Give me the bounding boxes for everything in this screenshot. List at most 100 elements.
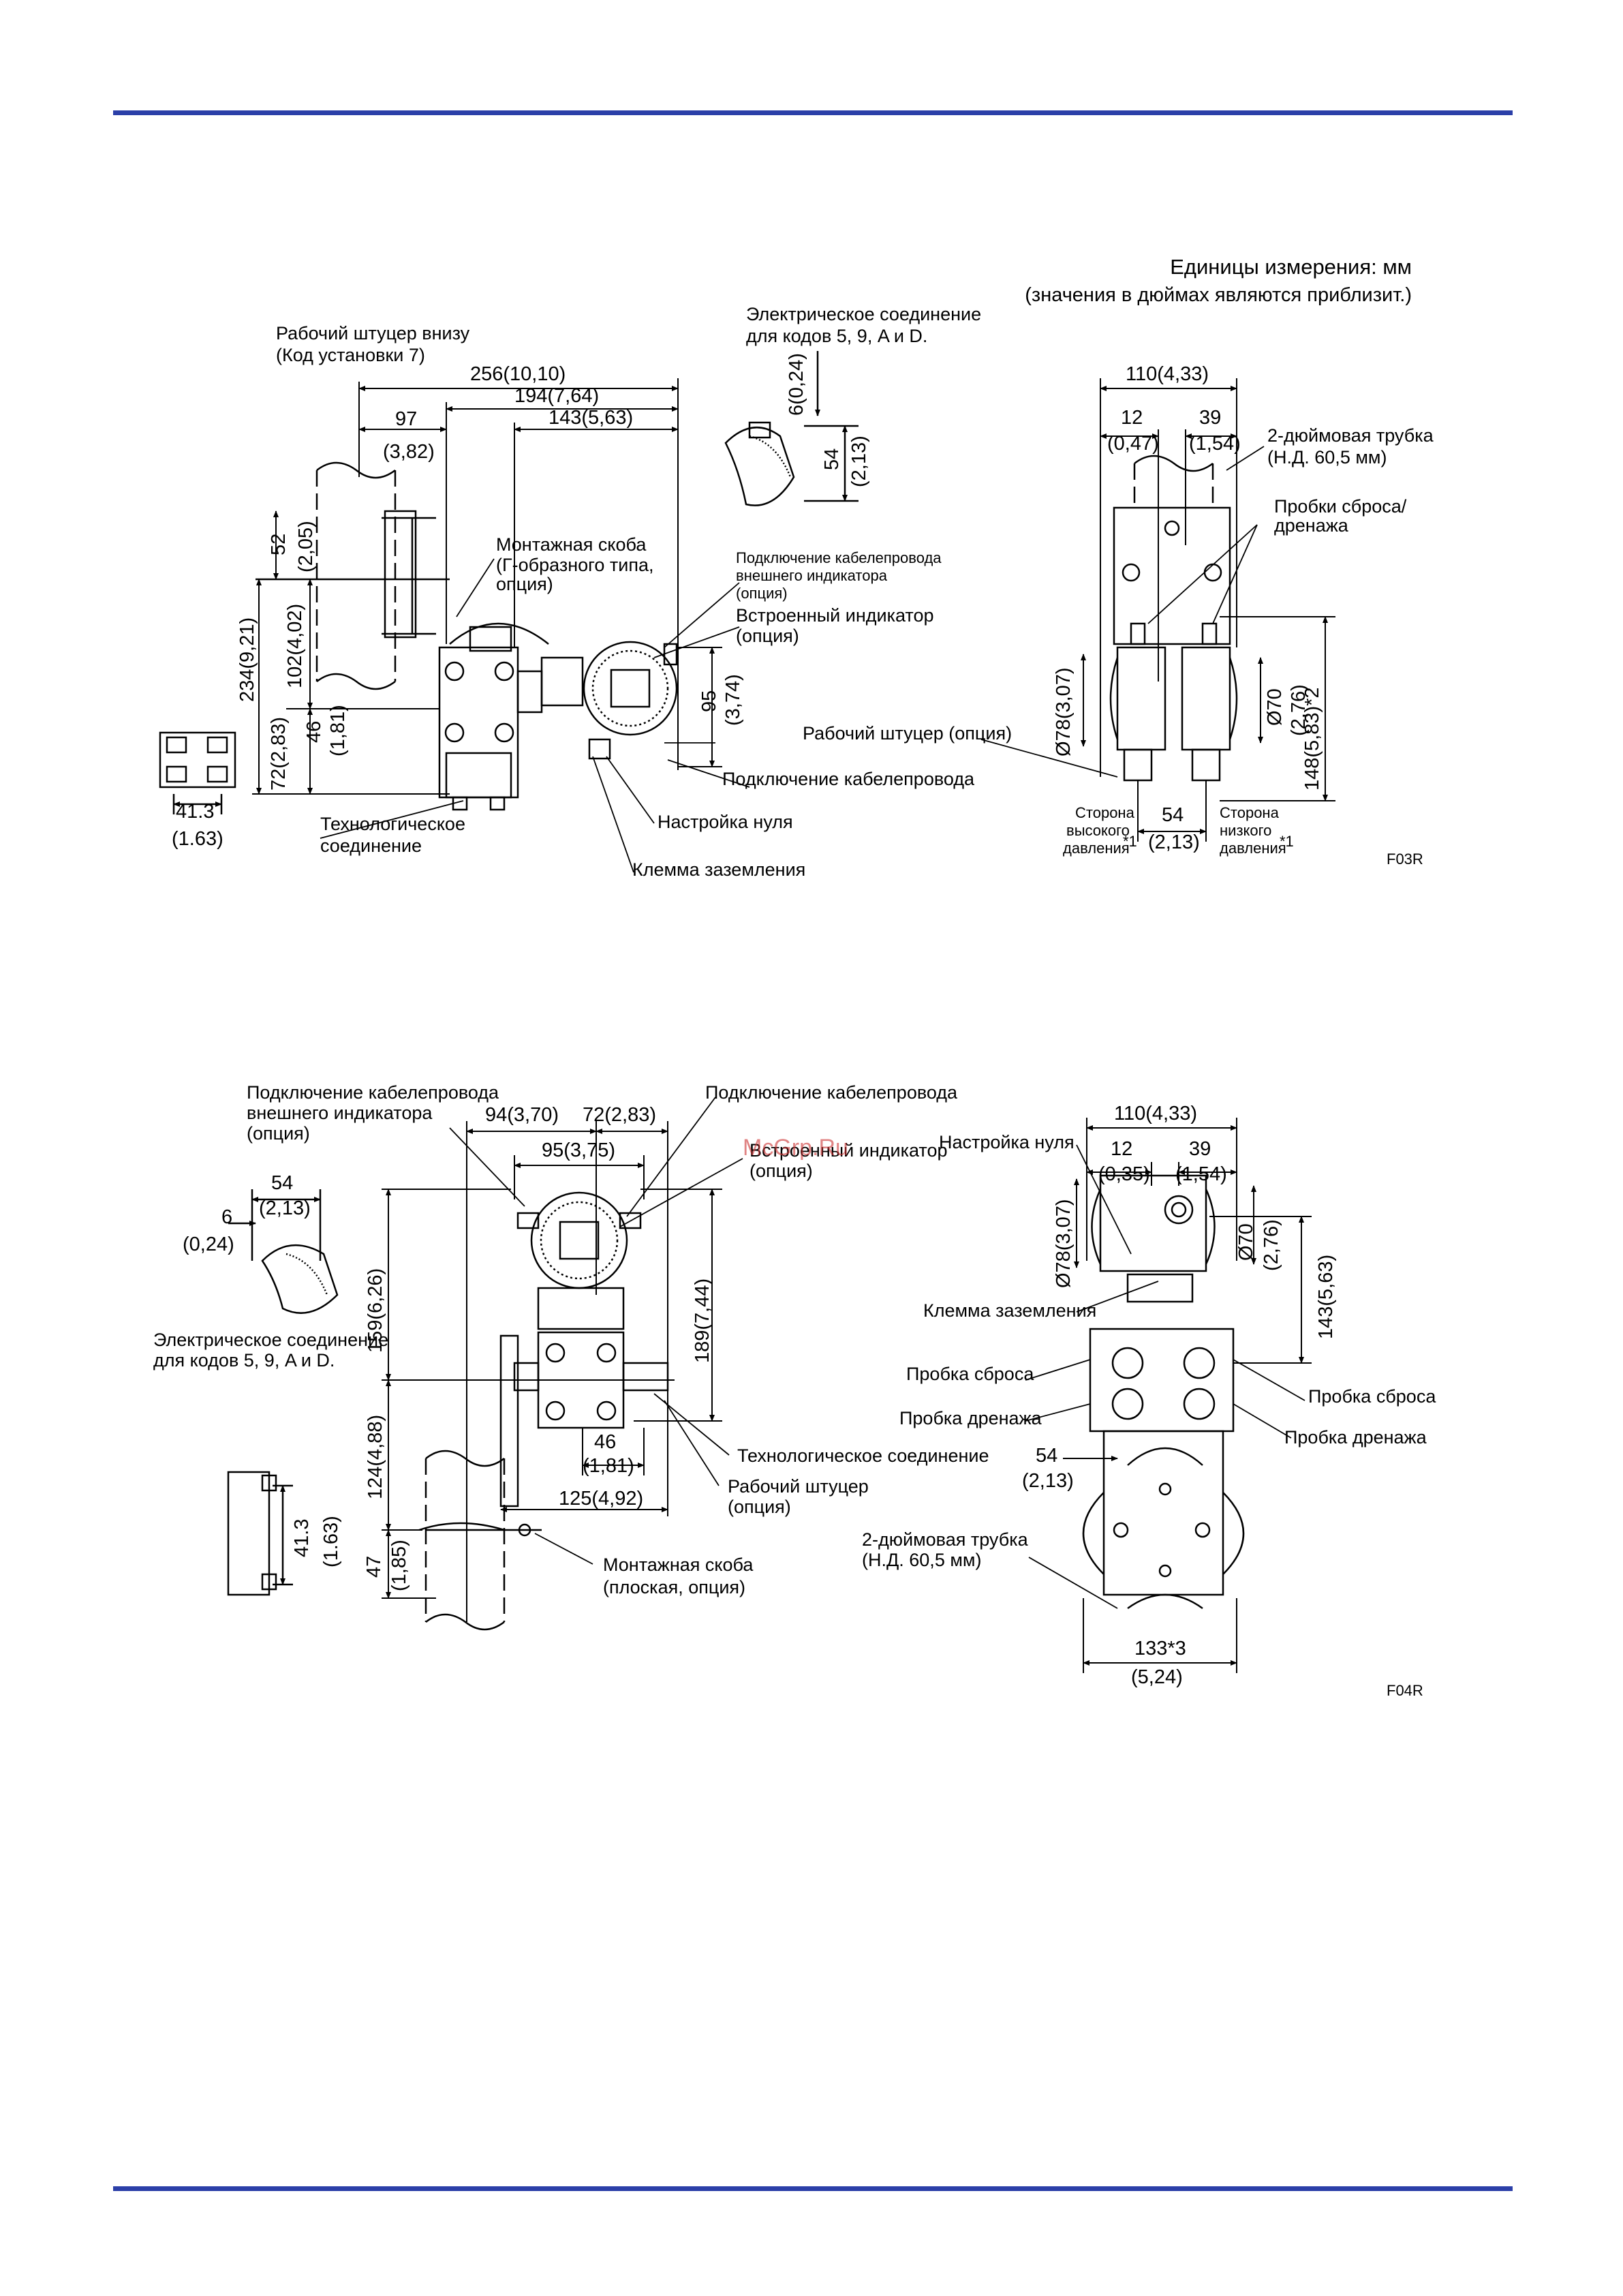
f2-dim-54: 54 (271, 1172, 293, 1194)
f2-vent-right-label: Пробка сброса (1308, 1386, 1436, 1407)
units-note-line2: (значения в дюймах являются приблизит.) (1025, 284, 1412, 306)
f2-bracket-label-1: Монтажная скоба (603, 1555, 754, 1575)
f2-proc-label-2: (опция) (728, 1497, 791, 1517)
f1-dim-52-in: (2,05) (295, 521, 317, 572)
f1-vent-label-1: Пробки сброса/ (1274, 496, 1407, 517)
f2-dim-159: 159(6,26) (365, 1268, 386, 1353)
f1-elec-conn-label: Электрическое соединение (746, 304, 981, 324)
figure1-leaders (320, 558, 750, 873)
f1-dim-6: 6(0,24) (786, 353, 807, 416)
f2-dim-189: 189(7,44) (692, 1279, 713, 1363)
f2-figure-code: F04R (1387, 1682, 1423, 1699)
f2-dim-125: 125(4,92) (559, 1488, 643, 1510)
f2-dim-54r-in: (2,13) (1022, 1470, 1074, 1492)
figure2-leaders (449, 1097, 743, 1565)
figure2-dimension-lines (382, 1121, 722, 1622)
f2-proc-label-1: Рабочий штуцер (728, 1476, 869, 1497)
f1-dim-41-in: (1.63) (172, 828, 223, 850)
f1-high-side-3: давления (1063, 840, 1130, 857)
figure1-flange-inset (159, 731, 236, 814)
f2-int-ind-label-2: (опция) (749, 1161, 813, 1181)
f1-dim-78: Ø78(3,07) (1053, 667, 1075, 756)
f1-dim-95: 95 (698, 690, 720, 712)
f2-pipe-label-1: 2-дюймовая трубка (862, 1529, 1029, 1550)
figure2-front-leaders (1025, 1144, 1305, 1609)
f1-high-side-note: *1 (1123, 833, 1137, 850)
f1-dim-234: 234(9,21) (236, 617, 258, 702)
f2-dim-54-in: (2,13) (259, 1197, 311, 1219)
f2-dim-47: 47 (363, 1556, 385, 1578)
f1-dim-54-in: (2,13) (1148, 831, 1200, 853)
top-rule (113, 110, 1513, 115)
f1-dim-194: 194(7,64) (514, 385, 599, 407)
f1-figure-code: F03R (1387, 851, 1423, 868)
f2-elec-conn-label: Электрическое соединение (153, 1330, 388, 1350)
f2-dim-12-in: (0,35) (1098, 1163, 1150, 1185)
f1-dim-12-in: (0,47) (1107, 433, 1159, 455)
f2-dim-94: 94(3,70) (485, 1104, 559, 1126)
f1-install-code-label: (Код установки 7) (276, 345, 425, 365)
figure1-front-view (1109, 455, 1238, 782)
f1-dim-52: 52 (268, 534, 290, 555)
f2-dim-72: 72(2,83) (583, 1104, 656, 1126)
figure2-front-view (1082, 1174, 1245, 1610)
f2-bracket-label-2: (плоская, опция) (603, 1577, 745, 1597)
f2-dim-54r: 54 (1036, 1445, 1057, 1467)
f1-dim-39: 39 (1199, 407, 1221, 429)
f1-bracket-label-1: Монтажная скоба (496, 534, 647, 555)
f2-conduit-label: Подключение кабелепровода (705, 1082, 958, 1103)
f2-vent-left-label: Пробка сброса (906, 1364, 1034, 1384)
f1-dim-46-in: (1,81) (327, 705, 349, 756)
f2-dim-41: 41.3 (291, 1519, 313, 1557)
f2-dim-133-in: (5,24) (1131, 1666, 1183, 1688)
f1-high-side-1: Сторона (1075, 804, 1135, 821)
f1-proc-conn-label-1: Технологическое (320, 814, 465, 834)
f1-dim-54v-in: (2,13) (848, 435, 870, 487)
f1-dim-97: 97 (395, 408, 417, 430)
f1-process-opt-label: Рабочий штуцер (опция) (803, 723, 1012, 744)
f1-conduit-label: Подключение кабелепровода (722, 769, 975, 789)
f1-bracket-label-2: (Г-образного типа, (496, 555, 653, 575)
f2-dim-6-in: (0,24) (183, 1234, 234, 1255)
f1-dim-54: 54 (1162, 804, 1184, 826)
figure1-elec-detail (724, 351, 859, 506)
f2-dim-12: 12 (1111, 1138, 1132, 1160)
f1-ext-ind-label-2: внешнего индикатора (736, 567, 888, 584)
f1-dim-70: Ø70 (1264, 688, 1286, 726)
figure2-text: Подключение кабелепровода внешнего индик… (153, 1082, 1436, 1699)
f1-dim-70-in: (2,76) (1288, 684, 1310, 736)
f1-dim-41: 41.3 (176, 801, 214, 823)
f2-dim-46-in: (1,81) (583, 1455, 634, 1477)
f1-pipe-label-2: (Н.Д. 60,5 мм) (1267, 447, 1387, 468)
f1-ground-label: Клемма заземления (632, 859, 805, 880)
f1-dim-256: 256(10,10) (470, 363, 566, 385)
f2-dim-46: 46 (594, 1431, 616, 1453)
units-note-line1: Единицы измерения: мм (1170, 255, 1412, 279)
f1-pipe-label-1: 2-дюймовая трубка (1267, 425, 1434, 446)
f2-drain-right-label: Пробка дренажа (1284, 1427, 1427, 1448)
f1-elec-codes-label: для кодов 5, 9, A и D. (746, 326, 927, 346)
f1-dim-72: 72(2,83) (268, 717, 290, 791)
f2-zero-label: Настройка нуля (939, 1132, 1075, 1152)
bottom-rule (113, 2186, 1513, 2191)
f1-dim-95-in: (3,74) (722, 674, 744, 726)
f2-dim-47-in: (1,85) (388, 1540, 410, 1591)
f1-low-side-2: низкого (1220, 822, 1271, 839)
f1-high-side-2: высокого (1066, 822, 1130, 839)
f2-ground-label: Клемма заземления (923, 1300, 1096, 1321)
figure1-side-view (256, 461, 678, 811)
f1-low-side-3: давления (1220, 840, 1286, 857)
f1-zero-label: Настройка нуля (658, 812, 793, 832)
f1-bracket-label-3: опция) (496, 574, 553, 594)
f1-vent-label-2: дренажа (1274, 515, 1349, 536)
f1-ext-ind-label-3: (опция) (736, 585, 788, 602)
f1-dim-12: 12 (1121, 407, 1143, 429)
f2-dim-78: Ø78(3,07) (1053, 1199, 1075, 1288)
figure2-flange-inset (227, 1471, 293, 1596)
f2-dim-6: 6 (221, 1206, 232, 1228)
f1-dim-148: 148(5,83)*2 (1301, 687, 1323, 791)
f2-dim-41-in: (1.63) (320, 1516, 342, 1567)
figure2-elec-detail (228, 1189, 339, 1314)
f1-dim-97-in: (3,82) (383, 441, 435, 463)
